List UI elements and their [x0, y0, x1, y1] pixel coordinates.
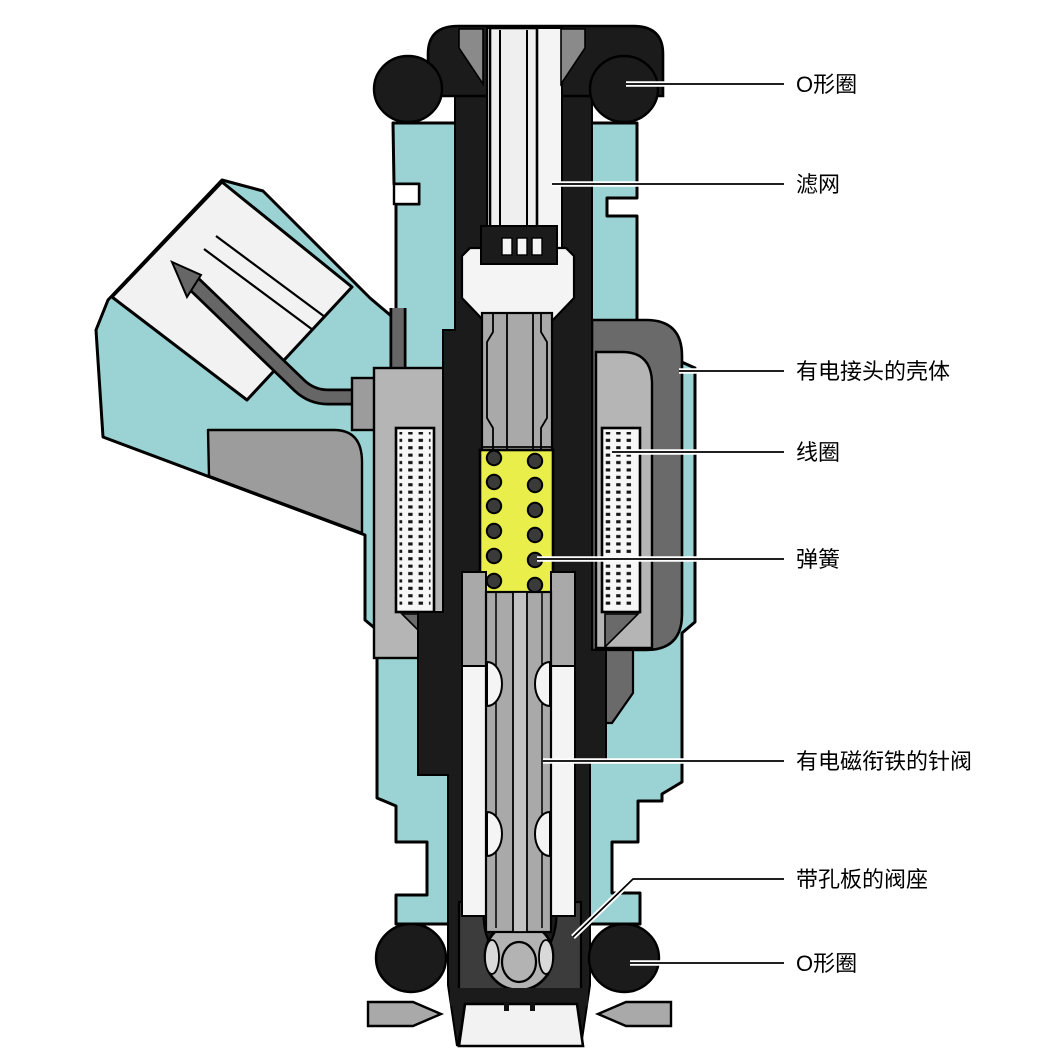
label-housing: 有电接头的壳体	[796, 359, 950, 384]
label-filter: 滤网	[796, 172, 840, 197]
coil-winding-dots-right	[605, 432, 637, 608]
fuel-hole	[534, 660, 551, 708]
coil-winding-dots-left	[399, 432, 431, 608]
filter-slot	[531, 237, 543, 256]
armature-stem	[480, 311, 554, 452]
leader-lines	[537, 81, 784, 966]
inlet-chamfer-left	[458, 28, 484, 87]
o-ring-bottom-right	[587, 922, 661, 994]
guide-sleeve-left	[461, 571, 487, 667]
filter-slot	[516, 237, 528, 256]
filter-slot	[501, 237, 513, 256]
ball-side-port-left	[484, 939, 500, 975]
guide-sleeve-right	[550, 571, 576, 667]
o-ring-top-left	[372, 54, 444, 124]
needle-lines	[495, 592, 543, 928]
label-o-ring-top: O形圈	[796, 72, 857, 97]
orifice-hole	[530, 1002, 535, 1011]
label-o-ring-bottom: O形圈	[796, 951, 857, 976]
connector-plug-face	[110, 180, 354, 402]
fuel-channel-right	[550, 665, 576, 917]
bottom-fitting-right	[594, 1000, 673, 1028]
o-ring-top-right	[588, 54, 660, 124]
filter-screen-part	[488, 26, 539, 232]
connector-keyway	[203, 235, 326, 331]
filter-screen-lines	[499, 30, 528, 228]
bottom-fitting-left	[366, 1000, 445, 1028]
connector-pin-icon	[170, 260, 203, 300]
label-valve-seat: 带孔板的阀座	[796, 867, 928, 892]
ball-center-port	[500, 940, 538, 984]
bobbin-wedge-right	[604, 613, 640, 649]
spray-outlet	[457, 1002, 585, 1048]
label-coil: 线圈	[796, 440, 840, 465]
spring-part	[478, 448, 555, 595]
orifice-hole	[504, 1002, 509, 1011]
armature-stem-lines	[482, 313, 552, 450]
label-needle-valve: 有电磁衔铁的针阀	[796, 749, 972, 774]
label-spring: 弹簧	[796, 547, 840, 572]
inlet-chamfer-right	[560, 28, 586, 87]
spring-coil-dots	[485, 449, 544, 594]
labels: O形圈 滤网 有电接头的壳体 线圈 弹簧 有电磁衔铁的针阀 带孔板的阀座 O形圈	[796, 72, 972, 976]
leader-valve-seat	[571, 876, 784, 939]
o-ring-bottom-left	[374, 922, 448, 994]
housing-notch	[392, 182, 421, 206]
ball-side-port-right	[538, 939, 554, 975]
orifice-band	[450, 988, 588, 1006]
fuel-hole	[486, 660, 503, 708]
potting-wedge	[206, 428, 364, 535]
fuel-hole	[486, 810, 503, 858]
needle-center-strip	[512, 591, 528, 933]
fuel-hole	[534, 810, 551, 858]
fuel-channel-left	[461, 665, 487, 917]
